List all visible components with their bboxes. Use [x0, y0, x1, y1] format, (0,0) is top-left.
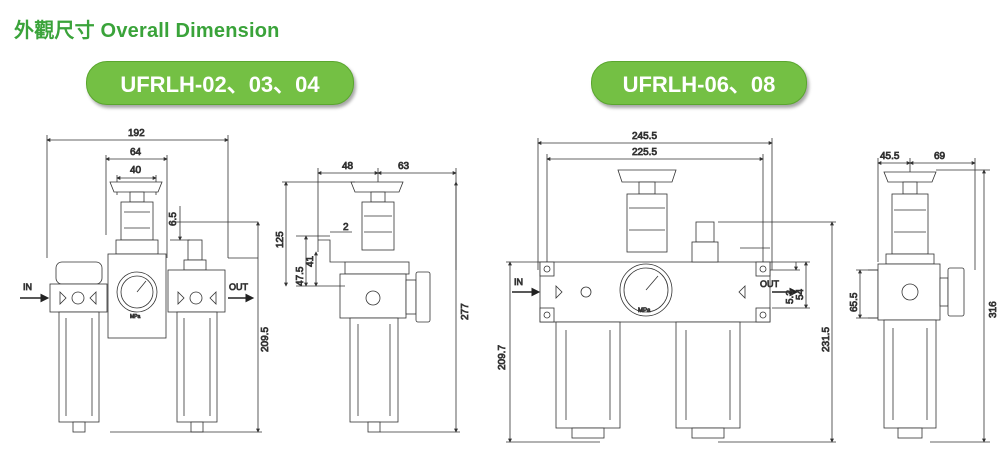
dim-69: 69: [934, 151, 946, 162]
dim-48: 48: [342, 161, 354, 172]
inlet-label-small: IN: [23, 282, 32, 292]
dim-125: 125: [275, 231, 286, 248]
dim-65-5: 65.5: [849, 292, 860, 312]
small-front-labels: 192 64 40 6.5 209.5 IN OUT: [23, 128, 272, 353]
gauge-unit-small: MPa: [130, 314, 141, 320]
dim-2: 2: [343, 222, 349, 233]
dim-63: 63: [398, 161, 410, 172]
outlet-label-small: OUT: [229, 282, 249, 292]
inlet-label-large: IN: [514, 277, 523, 287]
dim-64: 64: [130, 147, 142, 158]
dim-6-5: 6.5: [168, 212, 179, 226]
small-side-view: [282, 168, 460, 433]
small-front-view: MPa: [20, 135, 262, 433]
dim-45-5: 45.5: [880, 151, 900, 162]
dim-245-5: 245.5: [632, 131, 657, 142]
dim-316: 316: [988, 301, 999, 318]
dim-41: 41: [305, 255, 316, 267]
large-side-view: [856, 158, 990, 443]
model-badge-small: UFRLH-02、03、04: [86, 61, 354, 105]
model-name-small: UFRLH-02、03、04: [120, 72, 320, 97]
dim-5-3: 5.3: [785, 290, 796, 304]
gauge-unit-large: MPa: [638, 308, 651, 314]
dim-54: 54: [795, 288, 806, 300]
model-name-large: UFRLH-06、08: [622, 72, 776, 97]
dim-277: 277: [460, 303, 471, 320]
model-badge-large: UFRLH-06、08: [591, 61, 807, 105]
dim-209-7: 209.7: [497, 345, 508, 370]
large-front-view: MPa: [506, 138, 836, 443]
large-side-labels: 45.5 69 65.5 316: [849, 151, 1000, 319]
dim-231-5: 231.5: [821, 327, 832, 352]
dim-225-5: 225.5: [632, 147, 657, 158]
small-side-labels: 48 63 2 125 47.5 41 277: [275, 161, 472, 321]
dim-40: 40: [130, 165, 142, 176]
dim-192: 192: [128, 128, 145, 139]
page-title: 外觀尺寸 Overall Dimension: [14, 20, 280, 42]
dim-47-5: 47.5: [295, 266, 306, 286]
dim-209-5: 209.5: [260, 327, 271, 352]
large-front-labels: 245.5 225.5 209.7 231.5 5.3 54 IN OUT: [497, 131, 833, 371]
outlet-label-large: OUT: [760, 279, 780, 289]
